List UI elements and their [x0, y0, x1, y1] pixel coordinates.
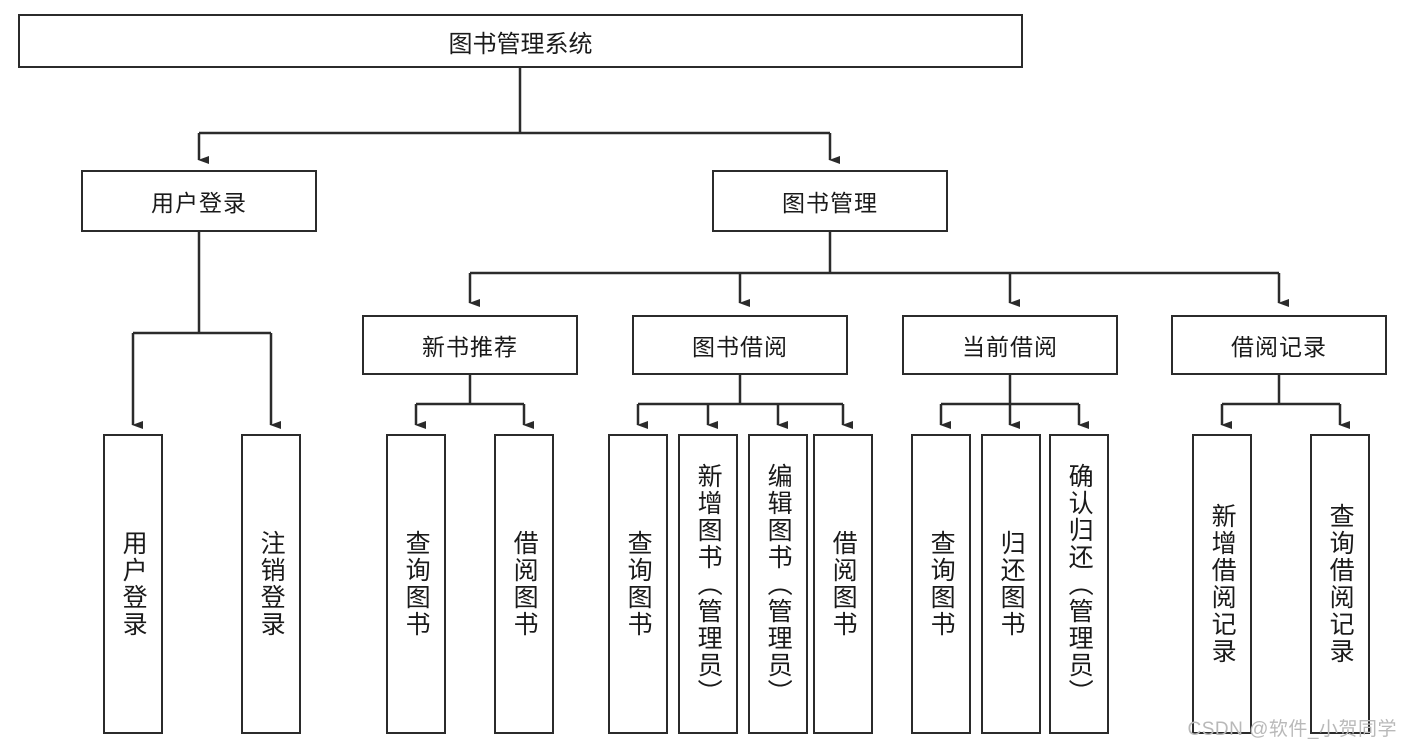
node-label: 确认归还（管理员）	[1065, 462, 1094, 706]
node-label: 编辑图书（管理员）	[764, 462, 793, 706]
leaf-query-borrow-record[interactable]: 查询借阅记录	[1310, 434, 1370, 734]
leaf-user-login[interactable]: 用户登录	[103, 434, 163, 734]
node-borrow-record[interactable]: 借阅记录	[1171, 315, 1387, 375]
node-label: 查询图书	[402, 530, 431, 638]
node-new-book-recommend[interactable]: 新书推荐	[362, 315, 578, 375]
node-label: 新书推荐	[422, 334, 518, 360]
node-label: 图书管理	[782, 190, 878, 216]
node-root-book-management-system[interactable]: 图书管理系统	[18, 14, 1023, 68]
leaf-add-book-admin[interactable]: 新增图书（管理员）	[678, 434, 738, 734]
leaf-logout-login[interactable]: 注销登录	[241, 434, 301, 734]
node-label: 注销登录	[257, 530, 286, 638]
node-current-borrow[interactable]: 当前借阅	[902, 315, 1118, 375]
leaf-edit-book-admin[interactable]: 编辑图书（管理员）	[748, 434, 808, 734]
node-label: 图书借阅	[692, 334, 788, 360]
node-label: 查询图书	[624, 530, 653, 638]
node-label: 查询借阅记录	[1326, 503, 1355, 665]
leaf-confirm-return-admin[interactable]: 确认归还（管理员）	[1049, 434, 1109, 734]
node-label: 查询图书	[927, 530, 956, 638]
node-label: 借阅记录	[1231, 334, 1327, 360]
leaf-query-book-recommend[interactable]: 查询图书	[386, 434, 446, 734]
leaf-add-borrow-record[interactable]: 新增借阅记录	[1192, 434, 1252, 734]
node-label: 图书管理系统	[448, 30, 593, 58]
leaf-return-book[interactable]: 归还图书	[981, 434, 1041, 734]
node-user-login[interactable]: 用户登录	[81, 170, 317, 232]
node-label: 用户登录	[119, 530, 148, 638]
leaf-borrow-book[interactable]: 借阅图书	[813, 434, 873, 734]
leaf-borrow-book-recommend[interactable]: 借阅图书	[494, 434, 554, 734]
node-book-management[interactable]: 图书管理	[712, 170, 948, 232]
node-book-borrow[interactable]: 图书借阅	[632, 315, 848, 375]
node-label: 借阅图书	[510, 530, 539, 638]
leaf-query-book-borrow[interactable]: 查询图书	[608, 434, 668, 734]
node-label: 新增借阅记录	[1208, 503, 1237, 665]
csdn-watermark: CSDN @软件_小贺同学	[1187, 719, 1397, 740]
node-label: 借阅图书	[829, 530, 858, 638]
node-label: 当前借阅	[962, 334, 1058, 360]
node-label: 新增图书（管理员）	[694, 462, 723, 706]
node-label: 归还图书	[997, 530, 1026, 638]
node-label: 用户登录	[151, 190, 247, 216]
leaf-query-book-current[interactable]: 查询图书	[911, 434, 971, 734]
